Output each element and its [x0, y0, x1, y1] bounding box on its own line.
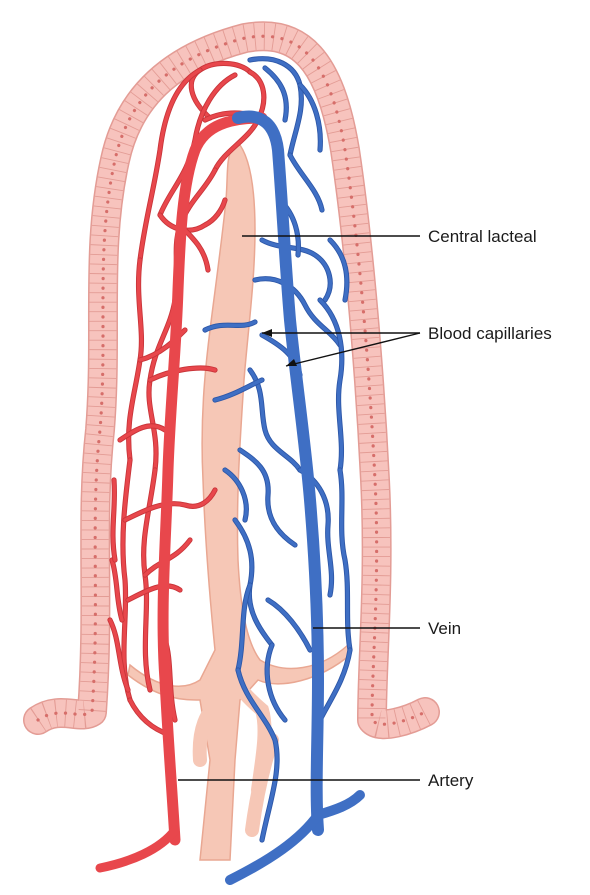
art-main-path: [157, 112, 268, 846]
venous-capillary: [263, 66, 288, 122]
leader-arrowhead-lower: [286, 359, 297, 366]
label-central-lacteal: Central lacteal: [428, 227, 537, 246]
arterial-capillary: [110, 558, 124, 622]
venous-capillary: [238, 448, 297, 547]
vein-trunk-path: [313, 790, 365, 820]
venous-capillary: [265, 643, 287, 722]
labels: Central lacteal Blood capillaries Vein A…: [428, 227, 552, 790]
arterial-capillary: [141, 468, 157, 692]
venous-capillary: [318, 298, 344, 472]
label-vein: Vein: [428, 619, 461, 638]
venous-capillary: [260, 238, 332, 302]
arterial-capillary: [158, 198, 227, 232]
arterial-capillary: [123, 488, 217, 522]
venous-capillary: [328, 238, 349, 302]
venous-capillary: [248, 368, 302, 472]
leader-blood-capillaries-lower: [285, 332, 421, 367]
venous-capillary: [338, 468, 352, 652]
arterial-capillary: [138, 68, 202, 262]
venous-capillary: [213, 378, 264, 402]
leader-lines: [178, 235, 421, 781]
art-trunk-path: [95, 825, 180, 873]
central-lacteal-vessel: [127, 144, 351, 861]
arterial-capillary: [111, 478, 117, 562]
artery-vessel: [95, 112, 268, 873]
arterial-capillary: [138, 328, 187, 362]
arterial-capillary: [121, 458, 132, 702]
venous-capillary-network: [202, 56, 353, 843]
leader-arrowhead-upper: [262, 329, 272, 337]
lac-body-path: [127, 144, 351, 861]
venous-capillary-edge: [265, 597, 313, 653]
epithelium-nuclei: [36, 34, 427, 726]
lac-branch-path: [192, 693, 229, 767]
arterial-capillary: [118, 424, 167, 442]
venous-capillary: [288, 153, 324, 212]
lac-branch-path: [245, 733, 279, 837]
label-artery: Artery: [428, 771, 474, 790]
vein-main-path: [232, 110, 325, 836]
vein-trunk-path: [225, 810, 323, 885]
venous-capillary: [223, 468, 248, 522]
venous-capillary: [266, 598, 312, 652]
arterial-capillary: [108, 618, 130, 692]
venous-capillary: [236, 668, 279, 842]
arterial-capillary: [148, 366, 217, 382]
venous-capillary: [236, 583, 252, 672]
epithelium-layer: [23, 21, 440, 740]
venous-capillary: [203, 320, 257, 332]
vein-vessel: [225, 110, 365, 885]
label-blood-capillaries: Blood capillaries: [428, 324, 552, 343]
venous-capillary: [298, 83, 323, 152]
arterial-capillary: [126, 584, 182, 602]
